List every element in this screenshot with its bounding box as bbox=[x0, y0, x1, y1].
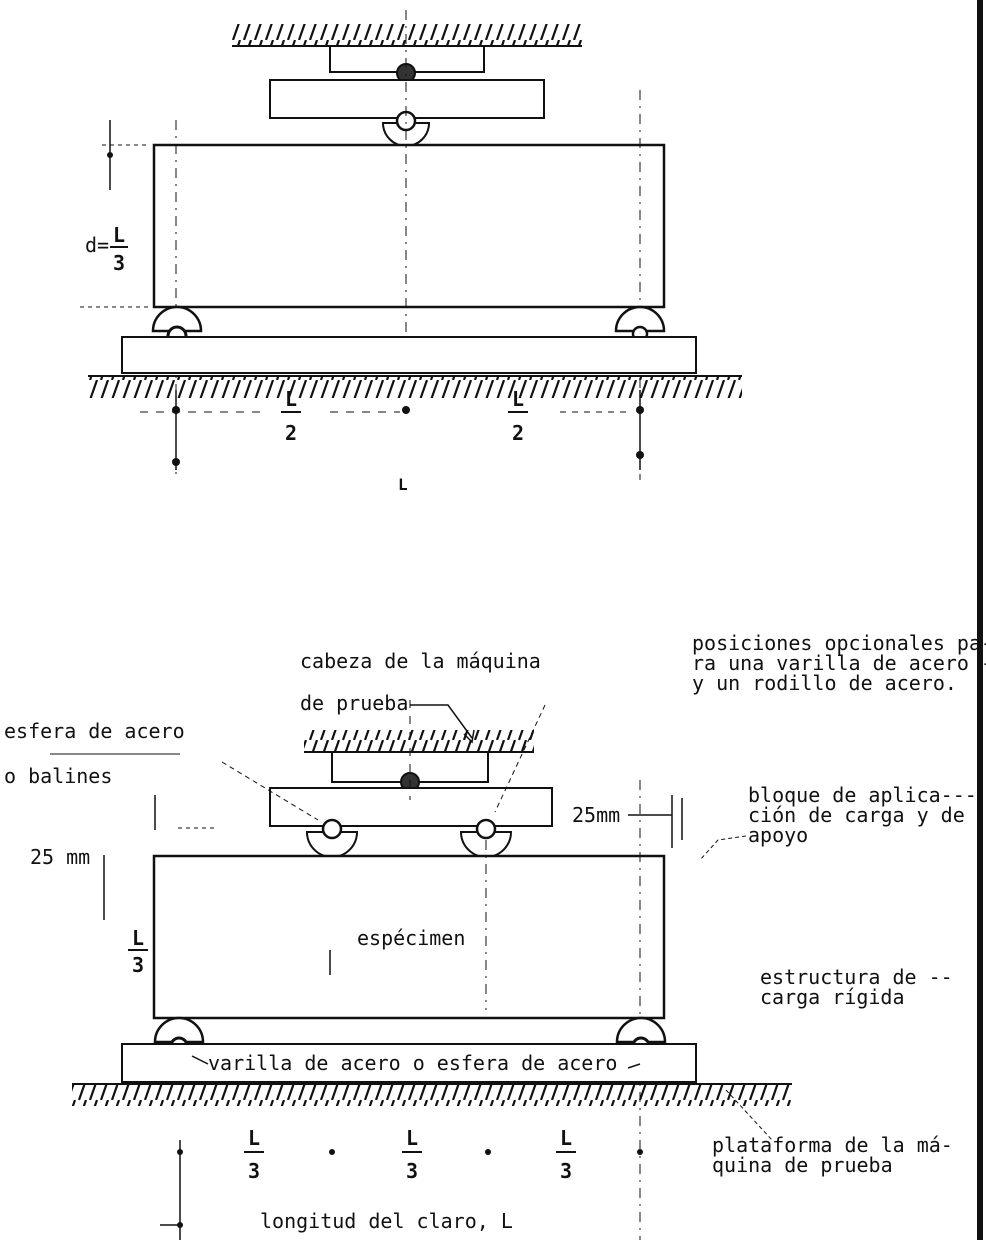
left-support-saddle-icon bbox=[153, 1016, 205, 1044]
dim-25-right: 25mm bbox=[572, 803, 620, 827]
third-span-2-den: 3 bbox=[406, 1159, 418, 1183]
third-span-1-den: 3 bbox=[248, 1159, 260, 1183]
top-figure: d= L 3 L 2 L 2 L bbox=[80, 10, 742, 494]
half-span-left-den: 2 bbox=[285, 421, 297, 445]
ceiling-hatch bbox=[304, 730, 534, 752]
block-label-1: bloque de aplica--- bbox=[748, 783, 977, 807]
optional-positions-label-2: ra una varilla de acero - bbox=[692, 651, 986, 675]
machine-head-label-2: de prueba bbox=[300, 691, 408, 715]
base-plate bbox=[121, 336, 697, 374]
half-span-right-num: L bbox=[512, 387, 524, 411]
rigid-frame-label-1: estructura de -- bbox=[760, 965, 953, 989]
depth-frac-num: L bbox=[132, 926, 144, 950]
base-plate bbox=[121, 1043, 697, 1083]
third-span-1-num: L bbox=[248, 1126, 260, 1150]
rigid-frame-label-2: carga rígida bbox=[760, 985, 905, 1009]
platform-label-2: quina de prueba bbox=[712, 1153, 893, 1177]
third-span-3-den: 3 bbox=[560, 1159, 572, 1183]
block-label-3: apoyo bbox=[748, 823, 808, 847]
platform-label-1: plataforma de la má- bbox=[712, 1133, 953, 1157]
third-span-3-num: L bbox=[560, 1126, 572, 1150]
left-support-saddle-icon bbox=[151, 305, 203, 333]
floor-hatch bbox=[88, 376, 742, 398]
optional-positions-label-3: y un rodillo de acero. bbox=[692, 671, 957, 695]
specimen bbox=[152, 143, 666, 309]
span-label: L bbox=[398, 475, 408, 494]
specimen-label: espécimen bbox=[357, 926, 465, 950]
machine-head-label-1: cabeza de la máquina bbox=[300, 649, 541, 673]
third-span-2-num: L bbox=[406, 1126, 418, 1150]
rod-label: varilla de acero o esfera de acero bbox=[208, 1051, 617, 1075]
span-length-label: longitud del claro, L bbox=[260, 1209, 513, 1233]
depth-label: d= bbox=[85, 233, 109, 257]
load-roller-left-icon bbox=[321, 818, 343, 840]
depth-frac-den: 3 bbox=[113, 251, 125, 275]
dim-25-left: 25 mm bbox=[30, 845, 90, 869]
optional-positions-label-1: posiciones opcionales pa- bbox=[692, 631, 986, 655]
specimen bbox=[152, 854, 666, 1020]
depth-frac-den: 3 bbox=[132, 953, 144, 977]
floor-hatch bbox=[72, 1084, 792, 1106]
depth-frac-num: L bbox=[113, 223, 125, 247]
steel-ball-label-1: esfera de acero bbox=[4, 719, 185, 743]
half-span-right-den: 2 bbox=[512, 421, 524, 445]
right-support-saddle-icon bbox=[614, 305, 666, 333]
steel-ball-label-2: o balines bbox=[4, 764, 112, 788]
ceiling-hatch bbox=[232, 24, 582, 46]
right-support-saddle-icon bbox=[615, 1016, 667, 1044]
block-label-2: ción de carga y de bbox=[748, 803, 965, 827]
bottom-figure: espécimen varilla de acero o esfera de a… bbox=[4, 631, 986, 1240]
load-block bbox=[269, 787, 553, 827]
load-roller-right-icon bbox=[475, 818, 497, 840]
half-span-left-num: L bbox=[285, 387, 297, 411]
